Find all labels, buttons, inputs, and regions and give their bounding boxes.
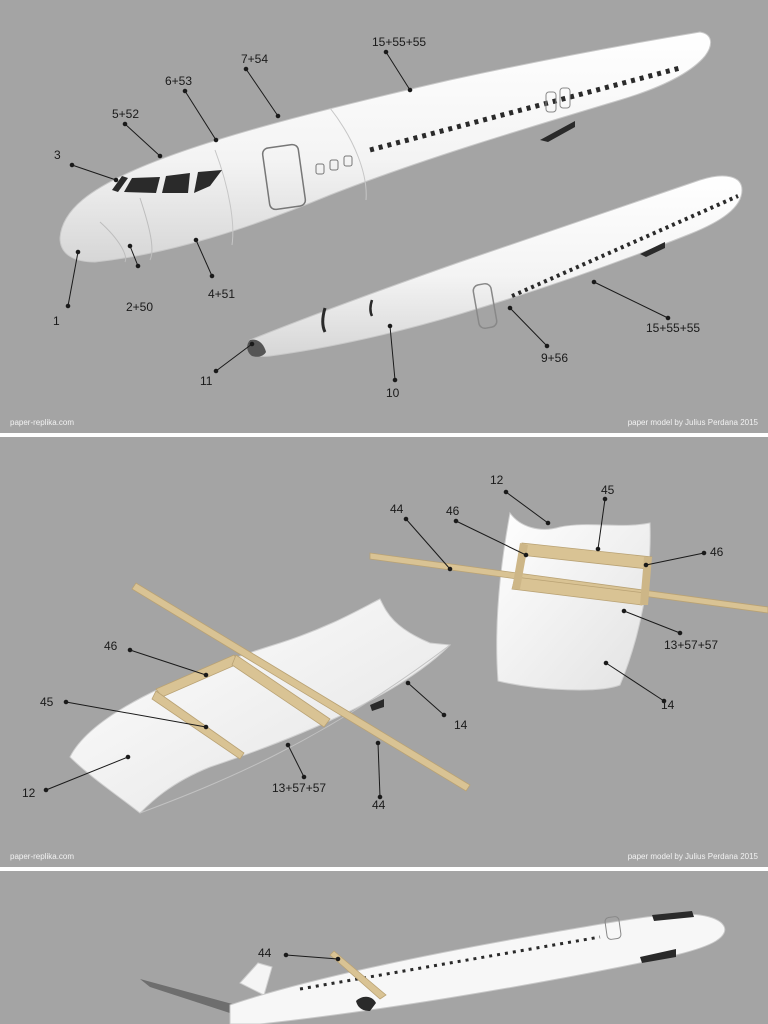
- label-45-left: 45: [40, 695, 54, 709]
- label-7-54: 7+54: [241, 52, 268, 66]
- label-46-right-b: 46: [710, 545, 724, 559]
- label-6-53: 6+53: [165, 74, 192, 88]
- label-10: 10: [386, 386, 400, 400]
- footer-credit: paper model by Julius Perdana 2015: [627, 418, 758, 427]
- label-9-56: 9+56: [541, 351, 568, 365]
- footer-credit: paper model by Julius Perdana 2015: [627, 852, 758, 861]
- label-12-left: 12: [22, 786, 36, 800]
- panel-full-fuselage: 44: [0, 871, 768, 1024]
- panel-fuselage-nose-and-tail: 1 2+50 3 4+51 5+52 6+53 7+54 15+55+55 9+…: [0, 0, 768, 433]
- label-11: 11: [200, 374, 213, 388]
- label-46-left: 46: [104, 639, 118, 653]
- label-45-right: 45: [601, 483, 615, 497]
- panel-wing-box-assembly: 12 44 46 45 46 13+57+57 14 46 45 12 13+5…: [0, 437, 768, 867]
- label-14-right: 14: [661, 698, 675, 712]
- label-44: 44: [258, 946, 272, 960]
- full-fuselage-illustration: 44: [140, 911, 726, 1024]
- fuselage-full: [140, 911, 726, 1024]
- label-44-left: 44: [372, 798, 386, 812]
- label-13-57-57-right: 13+57+57: [664, 638, 718, 652]
- cockpit-window-icon: [112, 176, 128, 192]
- label-5-52: 5+52: [112, 107, 139, 121]
- label-14-left: 14: [454, 718, 468, 732]
- label-15-55-55-bottom: 15+55+55: [646, 321, 700, 335]
- spar-44: [369, 552, 768, 614]
- label-12-right: 12: [490, 473, 504, 487]
- label-4-51: 4+51: [208, 287, 235, 301]
- label-46-right-a: 46: [446, 504, 460, 518]
- footer-site: paper-replika.com: [10, 418, 75, 427]
- label-44-right: 44: [390, 502, 404, 516]
- door-icon: [261, 143, 307, 211]
- footer-site: paper-replika.com: [10, 852, 75, 861]
- left-assembly: [69, 582, 471, 814]
- spar-44-left: [131, 582, 471, 792]
- label-15-55-55-top: 15+55+55: [372, 35, 426, 49]
- label-1: 1: [53, 314, 60, 328]
- cabin-windows: [315, 155, 353, 175]
- label-3: 3: [54, 148, 61, 162]
- label-13-57-57-left: 13+57+57: [272, 781, 326, 795]
- fuselage-illustration: 1 2+50 3 4+51 5+52 6+53 7+54 15+55+55 9+…: [53, 31, 743, 400]
- label-2-50: 2+50: [126, 300, 153, 314]
- wing-box-illustration: 12 44 46 45 46 13+57+57 14 46 45 12 13+5…: [22, 473, 768, 814]
